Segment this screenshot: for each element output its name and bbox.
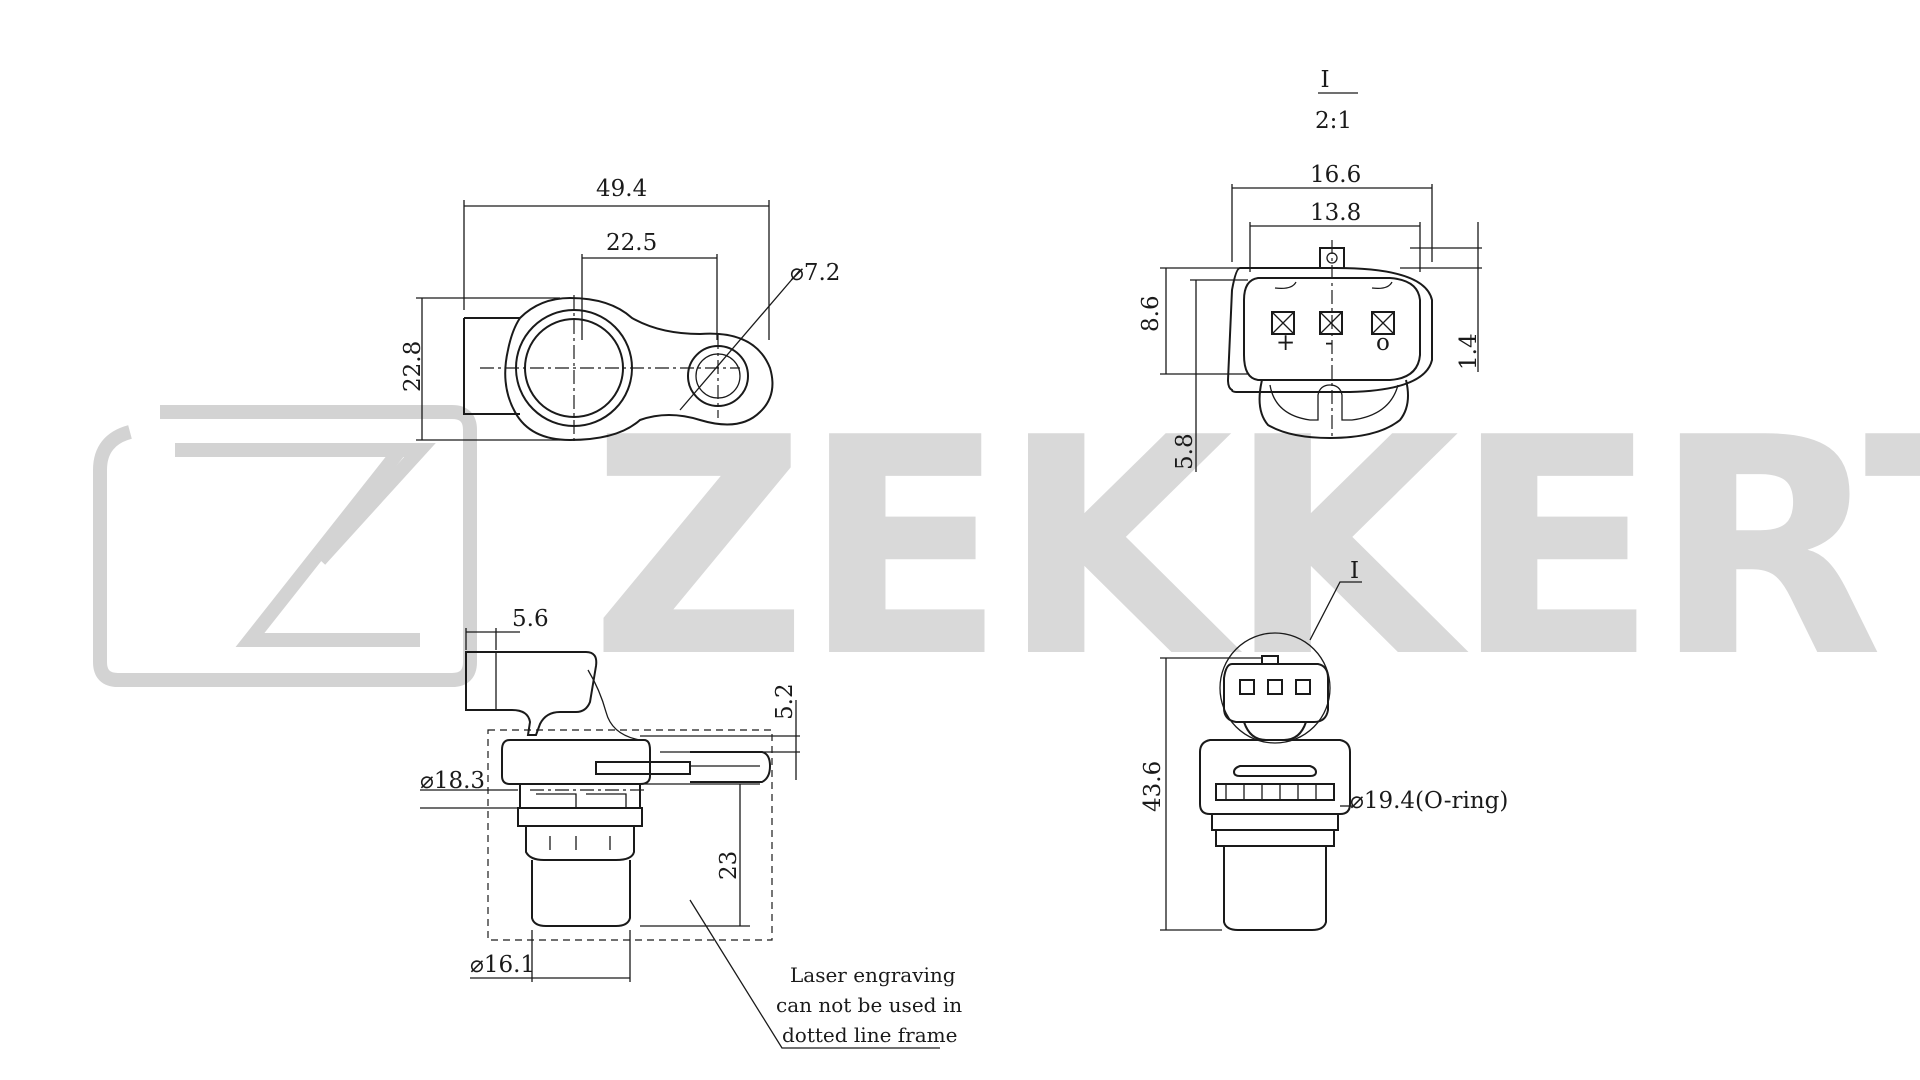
note-line-1: Laser engraving xyxy=(790,963,956,987)
pin-label-plus: + xyxy=(1276,330,1295,356)
dim-key-height: 5.2 xyxy=(772,683,798,720)
connector-detail-view xyxy=(1160,92,1482,472)
dim-center-distance: 22.5 xyxy=(606,230,657,256)
front-view xyxy=(1160,581,1362,931)
dim-tab-offset: 1.4 xyxy=(1456,333,1482,370)
dim-connector-offset: 5.6 xyxy=(512,606,549,632)
dim-body-width: 22.8 xyxy=(400,341,426,392)
note-line-3: dotted line frame xyxy=(782,1023,957,1047)
top-view xyxy=(416,200,801,445)
brand-watermark: ZEKKERT xyxy=(93,374,1920,723)
front-detail-callout: I xyxy=(1350,558,1359,584)
dim-saddle-depth: 5.8 xyxy=(1172,433,1198,470)
dim-bolt-hole-diameter: ⌀7.2 xyxy=(790,260,840,286)
dim-cavity-height: 8.6 xyxy=(1138,295,1164,332)
dim-overall-height: 43.6 xyxy=(1140,761,1166,812)
dim-cavity-width: 13.8 xyxy=(1310,200,1361,226)
pin-label-signal: o xyxy=(1376,330,1390,356)
dim-housing-width: 16.6 xyxy=(1310,162,1361,188)
detail-scale: 2:1 xyxy=(1315,108,1352,134)
detail-label: I xyxy=(1320,67,1329,93)
dim-tip-diameter: ⌀16.1 xyxy=(470,952,535,978)
dim-overall-length: 49.4 xyxy=(596,176,647,202)
note-line-2: can not be used in xyxy=(776,993,962,1017)
brand-wordmark: ZEKKERT xyxy=(590,374,1920,723)
brand-logo-mark xyxy=(93,405,477,687)
dim-tip-length: 23 xyxy=(716,851,742,880)
dim-flange-diameter: ⌀18.3 xyxy=(420,768,485,794)
side-view xyxy=(420,628,940,1049)
pin-label-minus: - xyxy=(1325,330,1333,356)
dim-oring-diameter: ⌀19.4(O-ring) xyxy=(1350,788,1508,814)
